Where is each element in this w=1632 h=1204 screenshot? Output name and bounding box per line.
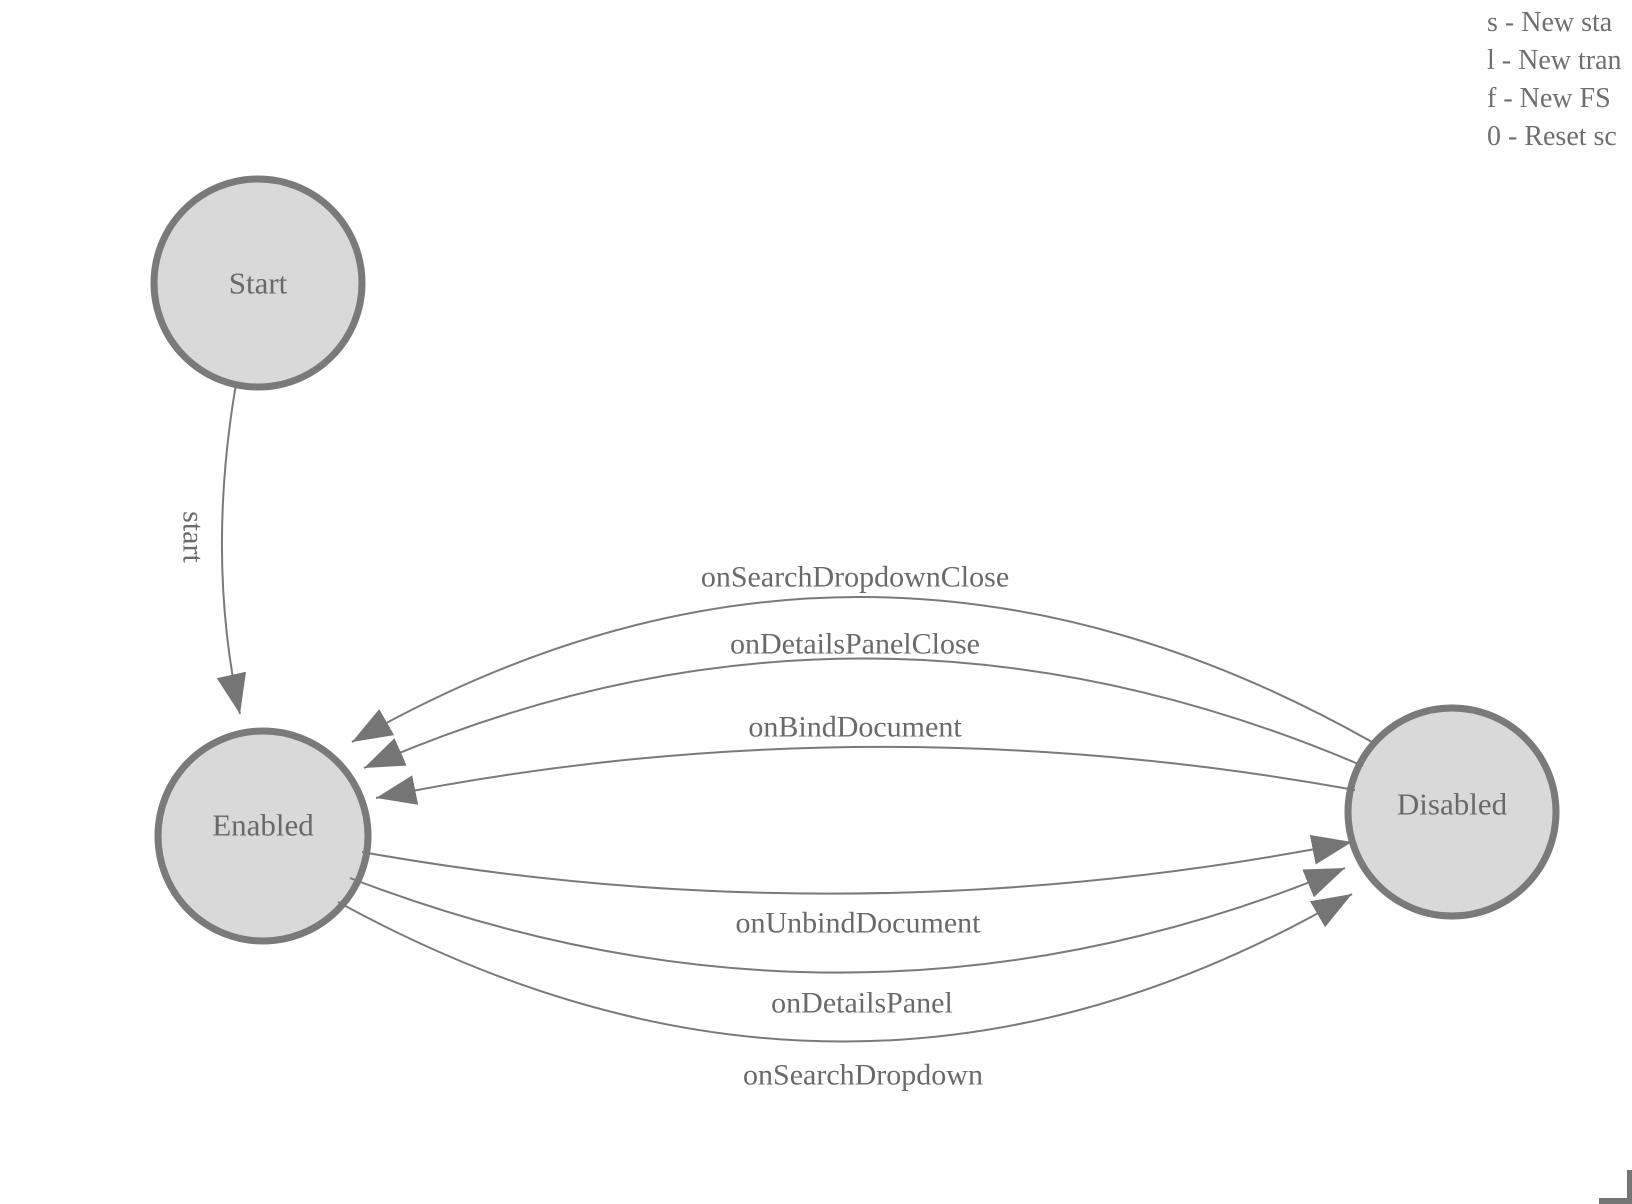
legend-line: l - New tran [1487, 45, 1622, 76]
transition-path[interactable] [337, 893, 1353, 1043]
transition-onBindDocument[interactable]: onBindDocument [375, 711, 1356, 805]
transition-label: onSearchDropdown [743, 1059, 983, 1092]
legend-line: 0 - Reset sc [1487, 121, 1617, 152]
transition-onSearchDropdownClose[interactable]: onSearchDropdownClose [351, 561, 1373, 743]
transition-path[interactable] [361, 835, 1353, 895]
state-label: Enabled [212, 808, 314, 843]
transition-label: onDetailsPanelClose [730, 628, 980, 661]
state-label: Start [229, 266, 288, 301]
transition-onUnbindDocument[interactable]: onUnbindDocument [361, 835, 1353, 940]
transition-onSearchDropdown[interactable]: onSearchDropdown [337, 893, 1353, 1092]
state-label: Disabled [1397, 787, 1508, 822]
transition-label: onDetailsPanel [771, 987, 953, 1020]
legend-line: f - New FS [1487, 83, 1611, 114]
state-circle[interactable] [154, 727, 372, 945]
transition-path[interactable] [349, 867, 1346, 974]
shortcut-legend: s - New sta l - New tran f - New FS 0 - … [1487, 4, 1622, 156]
transition-start[interactable]: start [177, 383, 247, 715]
state-circle[interactable] [1344, 704, 1560, 920]
transition-path[interactable] [351, 596, 1373, 743]
state-node-disabled[interactable]: Disabled [1344, 704, 1560, 920]
transition-path[interactable] [363, 657, 1364, 769]
transition-path[interactable] [375, 745, 1356, 805]
viewport-corner [1599, 1170, 1632, 1204]
state-circle[interactable] [150, 175, 366, 391]
transition-label: start [177, 511, 210, 563]
legend-line: s - New sta [1487, 7, 1613, 38]
transition-label: onSearchDropdownClose [701, 561, 1009, 594]
transition-onDetailsPanelClose[interactable]: onDetailsPanelClose [363, 628, 1364, 769]
transition-onDetailsPanel[interactable]: onDetailsPanel [349, 867, 1346, 1020]
transition-label: onUnbindDocument [736, 907, 982, 940]
transition-path[interactable] [216, 383, 247, 715]
transition-label: onBindDocument [748, 711, 962, 744]
state-node-enabled[interactable]: Enabled [154, 727, 372, 945]
state-node-start[interactable]: Start [150, 175, 366, 391]
